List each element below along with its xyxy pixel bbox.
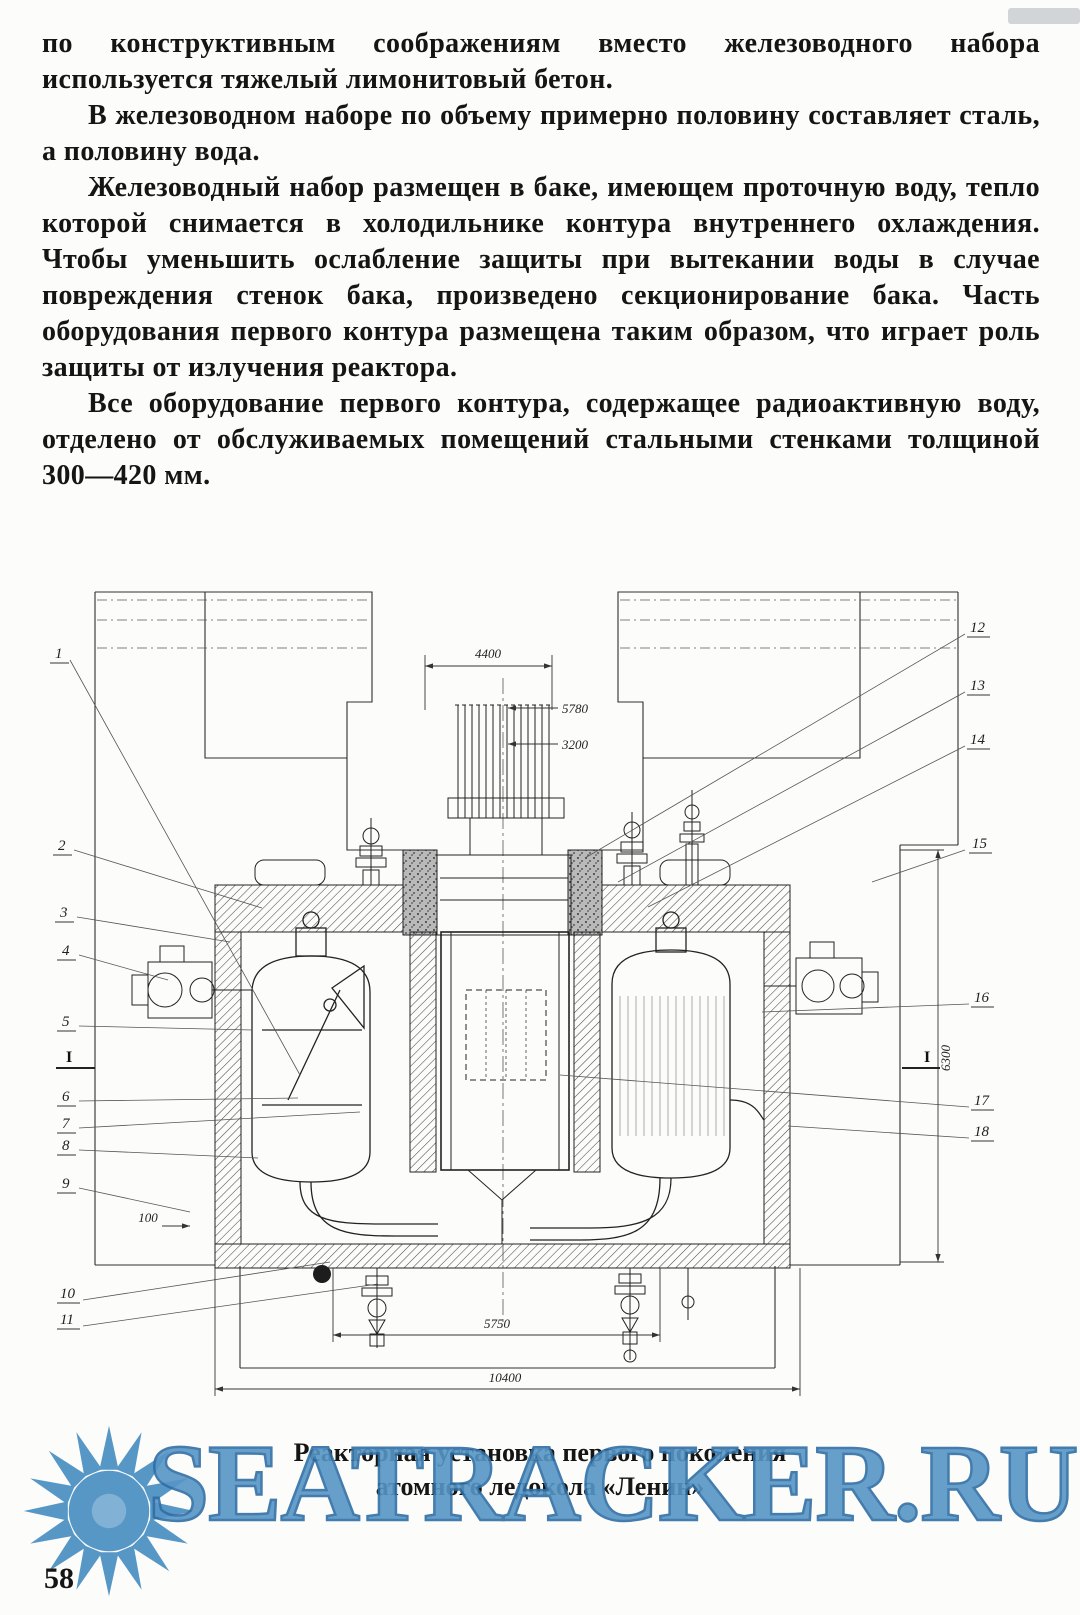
callouts: 1 2 3 4 5 6 7 8 9 10 11 12 13 14 15 16 1… xyxy=(55,620,991,1328)
callout-7: 7 xyxy=(62,1116,71,1132)
dim-head-width: 3200 xyxy=(561,737,589,752)
callout-13: 13 xyxy=(970,678,985,694)
paragraph-4: Все оборудование первого контура, содерж… xyxy=(42,388,1040,491)
paragraph-2: В железоводном наборе по объему примерно… xyxy=(42,100,1040,167)
callout-15: 15 xyxy=(972,836,988,852)
callout-18: 18 xyxy=(974,1124,990,1140)
page-number: 58 xyxy=(44,1562,74,1595)
dimension-labels: 4400 5780 3200 5750 10400 100 6300 xyxy=(138,646,953,1385)
dim-tank-width: 5750 xyxy=(484,1316,511,1331)
steam-generator-right xyxy=(530,911,765,1241)
reference-lines xyxy=(97,599,956,1322)
dim-top-width: 4400 xyxy=(475,646,502,661)
callout-10: 10 xyxy=(60,1286,76,1302)
callout-2: 2 xyxy=(58,838,66,854)
callout-5: 5 xyxy=(62,1014,70,1030)
callout-4: 4 xyxy=(62,943,70,959)
reactor-vessel xyxy=(440,931,570,1244)
leader-lines xyxy=(69,633,970,1327)
dim-gap: 100 xyxy=(138,1210,158,1225)
section-markers: I I xyxy=(56,1049,940,1069)
pump-left xyxy=(131,945,252,1019)
steam-generator-left xyxy=(251,911,438,1237)
scan-artifact xyxy=(1008,8,1080,24)
callout-1: 1 xyxy=(55,646,63,662)
bottom-fittings xyxy=(313,1265,695,1363)
callout-8: 8 xyxy=(62,1138,70,1154)
dim-rod-travel: 5780 xyxy=(562,701,589,716)
dim-tank-height: 6300 xyxy=(938,1045,953,1072)
callout-3: 3 xyxy=(59,905,68,921)
callout-9: 9 xyxy=(62,1176,70,1192)
body-text: по конструктивным соображениям вместо же… xyxy=(42,26,1040,494)
paragraph-1: по конструктивным соображениям вместо же… xyxy=(42,28,1040,95)
section-marker-right: I xyxy=(924,1049,930,1066)
callout-17: 17 xyxy=(974,1093,991,1109)
lid-fittings xyxy=(355,790,705,886)
paragraph-3: Железоводный набор размещен в баке, имею… xyxy=(42,172,1040,383)
callout-16: 16 xyxy=(974,990,990,1006)
figure-caption-line2: атомного ледокола «Ленин» xyxy=(375,1472,705,1501)
reactor-head xyxy=(402,849,603,936)
pump-right xyxy=(764,941,879,1015)
dim-total-width: 10400 xyxy=(489,1370,522,1385)
callout-underlines xyxy=(50,636,994,1330)
tank-walls xyxy=(214,859,791,1269)
callout-12: 12 xyxy=(970,620,986,636)
reactor-cross-section-drawing: 1 2 3 4 5 6 7 8 9 10 11 12 13 14 15 16 1… xyxy=(50,591,994,1396)
figure-caption-line1: Реакторная установка первого поколения xyxy=(293,1438,787,1467)
callout-6: 6 xyxy=(62,1089,70,1105)
callout-11: 11 xyxy=(60,1312,74,1328)
callout-14: 14 xyxy=(970,732,986,748)
dimensions xyxy=(162,655,944,1396)
control-rod-drives xyxy=(447,704,565,856)
section-marker-left: I xyxy=(66,1049,72,1066)
